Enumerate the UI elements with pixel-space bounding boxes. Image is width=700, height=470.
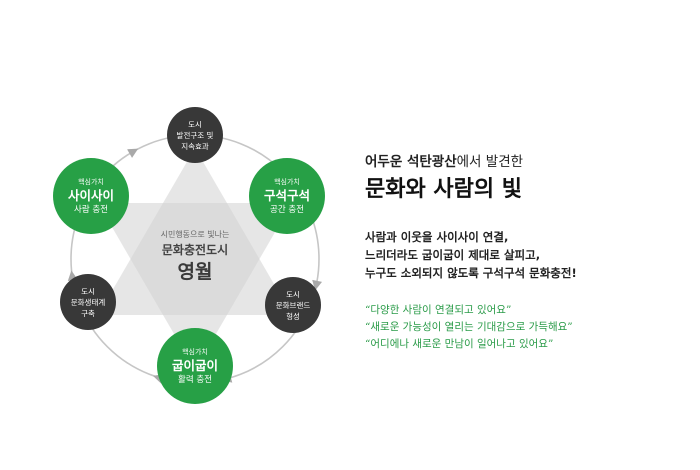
node-saisai: 핵심가치 사이사이 사람 충전 — [53, 158, 129, 234]
node-subtitle: 핵심가치 — [274, 177, 300, 186]
node-city-development: 도시 발전구조 및 지속효과 — [167, 107, 223, 163]
center-name: 영월 — [177, 261, 213, 283]
heading-small: 어두운 석탄광산에서 발견한 — [365, 152, 695, 172]
node-desc: 공간 충전 — [270, 204, 304, 215]
node-gubigubi: 핵심가치 굽이굽이 활력 충전 — [157, 328, 233, 404]
node-subtitle: 핵심가치 — [78, 177, 104, 186]
node-line: 구축 — [81, 308, 95, 318]
node-city-ecosystem: 도시 문화생태계 구축 — [60, 274, 116, 330]
heading-main: 문화와 사람의 빛 — [365, 177, 522, 202]
node-line: 발전구조 및 — [176, 130, 214, 140]
quote: “새로운 가능성이 열리는 기대감으로 가득해요” — [365, 321, 573, 333]
node-line: 문화브랜드 — [275, 300, 311, 310]
quote: “어디에나 새로운 만남이 일어나고 있어요” — [365, 338, 554, 350]
triangle-down — [98, 203, 292, 370]
node-desc: 활력 충전 — [178, 374, 212, 385]
heading-small-rest: 에서 발견한 — [456, 154, 524, 170]
node-line: 도시 — [286, 289, 300, 299]
heading-small-bold: 어두운 석탄광산 — [365, 154, 457, 170]
body-line: 느리더라도 굽이굽이 제대로 살피고, — [365, 248, 541, 262]
node-line: 도시 — [188, 119, 202, 129]
node-city-brand: 도시 문화브랜드 형성 — [265, 277, 321, 333]
diagram-center: 시민행동으로 빛나는 문화충전도시 영월 — [130, 228, 260, 285]
quotes: “다양한 사람이 연결되고 있어요” “새로운 가능성이 열리는 기대감으로 가… — [365, 302, 695, 353]
node-desc: 사람 충전 — [74, 204, 108, 215]
node-title: 굽이굽이 — [171, 357, 218, 373]
center-subtitle: 시민행동으로 빛나는 — [160, 230, 230, 239]
body-text: 사람과 이웃을 사이사이 연결, 느리더라도 굽이굽이 제대로 살피고, 누구도… — [365, 228, 695, 282]
node-guseokguseok: 핵심가치 구석구석 공간 충전 — [249, 158, 325, 234]
node-line: 도시 — [81, 286, 95, 296]
node-title: 구석구석 — [263, 187, 310, 203]
body-line: 사람과 이웃을 사이사이 연결, — [365, 230, 509, 244]
center-title: 문화충전도시 — [161, 243, 229, 257]
node-line: 지속효과 — [181, 141, 209, 151]
arrow-head-icon — [127, 148, 139, 158]
quote: “다양한 사람이 연결되고 있어요” — [365, 304, 512, 316]
node-line: 형성 — [286, 311, 300, 321]
node-subtitle: 핵심가치 — [182, 347, 208, 356]
node-title: 사이사이 — [67, 187, 114, 203]
node-line: 문화생태계 — [70, 297, 106, 307]
body-line: 누구도 소외되지 않도록 구석구석 문화충전! — [365, 266, 577, 280]
description-panel: 어두운 석탄광산에서 발견한 문화와 사람의 빛 사람과 이웃을 사이사이 연결… — [365, 152, 695, 353]
